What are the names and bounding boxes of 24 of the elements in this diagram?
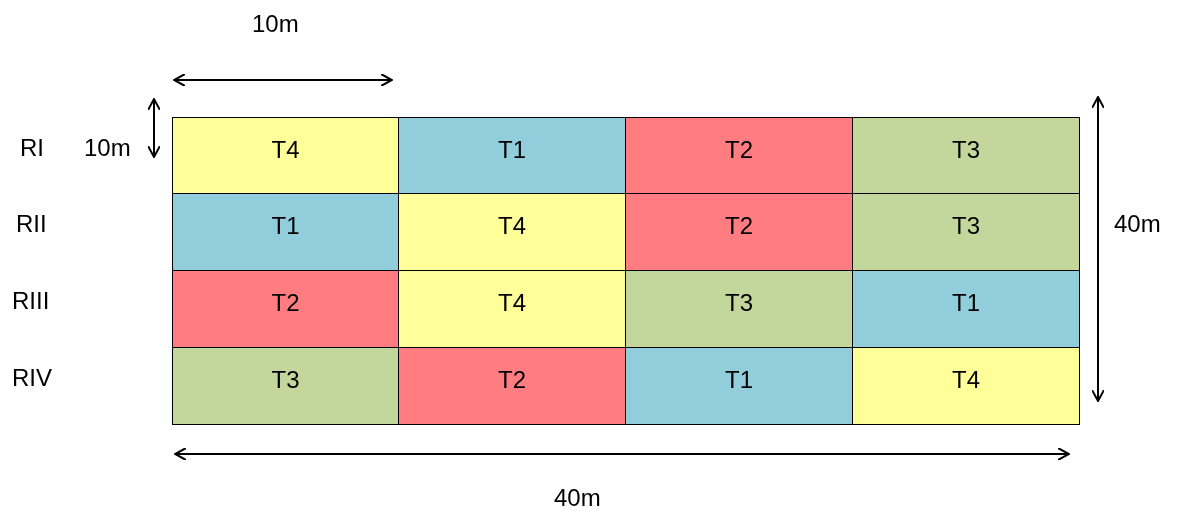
plot-cell: T3: [625, 270, 853, 348]
plot-cell: T3: [172, 347, 399, 425]
row-label: RI: [20, 136, 44, 160]
plot-cell: T4: [852, 347, 1080, 425]
dimension-label: 40m: [1114, 212, 1161, 236]
row-label: RII: [16, 212, 47, 236]
plot-cell: T2: [625, 193, 853, 271]
row-label: RIII: [12, 289, 50, 313]
plot-cell: T1: [852, 270, 1080, 348]
plot-cell: T1: [625, 347, 853, 425]
plot-cell: T2: [172, 270, 399, 348]
plot-cell: T4: [172, 117, 399, 194]
plot-cell: T3: [852, 117, 1080, 194]
plot-cell: T4: [398, 193, 626, 271]
plot-cell: T1: [172, 193, 399, 271]
plot-cell: T2: [625, 117, 853, 194]
plot-cell: T3: [852, 193, 1080, 271]
dimension-label: 40m: [554, 486, 601, 510]
plot-cell: T2: [398, 347, 626, 425]
row-label: RIV: [12, 366, 52, 390]
plot-cell: T1: [398, 117, 626, 194]
plot-cell: T4: [398, 270, 626, 348]
dimension-label: 10m: [84, 136, 131, 160]
dimension-label: 10m: [252, 12, 299, 36]
